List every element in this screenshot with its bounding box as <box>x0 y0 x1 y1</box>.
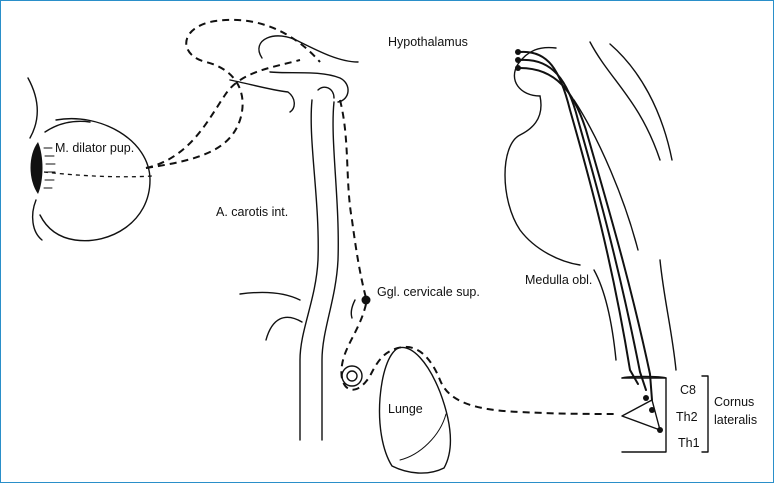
label-carotis: A. carotis int. <box>216 205 288 219</box>
carotid-artery <box>240 100 338 440</box>
cord-segment-outline <box>622 378 666 452</box>
neuron-th2 <box>649 407 655 413</box>
label-cornus: Cornus <box>714 395 754 409</box>
branch-left-lower <box>266 317 302 340</box>
label-lateralis: lateralis <box>714 413 757 427</box>
neuron-c8 <box>643 395 649 401</box>
origin-dot-1 <box>515 49 521 55</box>
origin-dot-3 <box>515 65 521 71</box>
brainstem-outline-right-2 <box>610 44 672 160</box>
neuron-th1 <box>657 427 663 433</box>
lateral-horn-triangle <box>622 400 660 430</box>
iris-rays <box>44 148 55 188</box>
eyeball-outline <box>40 119 150 241</box>
sinus-outline-1 <box>259 36 358 62</box>
brow-line <box>28 78 37 138</box>
sinus-outline-3 <box>230 80 294 112</box>
label-c8: C8 <box>680 383 696 397</box>
lung-fissure <box>400 414 446 460</box>
segment-bracket <box>702 376 708 452</box>
ganglion-node <box>362 296 371 305</box>
iris-dilator <box>31 142 43 194</box>
skull-base <box>230 36 358 112</box>
vessel-cross-section-outer <box>342 366 362 386</box>
label-th2: Th2 <box>676 410 698 424</box>
carotid-left-wall <box>300 100 318 440</box>
label-lunge: Lunge <box>388 402 423 416</box>
sinus-outline-4 <box>318 87 334 98</box>
medulla-left-edge <box>594 270 616 360</box>
label-ganglion: Ggl. cervicale sup. <box>377 285 480 299</box>
fiber-2 <box>520 60 646 390</box>
sinus-outline-2 <box>270 72 348 102</box>
brain <box>505 42 676 370</box>
carotid-plexus-fiber <box>340 100 366 298</box>
fiber-1 <box>520 52 638 384</box>
lower-eyelid <box>33 200 42 240</box>
carotid-right-wall <box>322 102 338 440</box>
eye <box>28 78 152 241</box>
ganglion-synapse <box>351 300 355 318</box>
medulla-right-edge <box>660 260 676 370</box>
brainstem-outline-left <box>505 96 580 265</box>
label-th1: Th1 <box>678 436 700 450</box>
vessel-cross-section-inner <box>347 371 357 381</box>
label-hypothalamus: Hypothalamus <box>388 35 468 49</box>
branch-left-upper <box>240 292 300 300</box>
optic-axis <box>44 172 152 177</box>
upper-eyelid <box>45 121 90 132</box>
preganglionic-fiber <box>341 304 618 414</box>
label-medulla: Medulla obl. <box>525 273 592 287</box>
fiber-3 <box>520 68 652 400</box>
postganglionic-fiber-upper <box>146 20 320 168</box>
hypothalamus-outline <box>514 48 556 96</box>
label-dilator: M. dilator pup. <box>55 141 134 155</box>
postganglionic-fiber-lower <box>146 60 300 168</box>
origin-dot-2 <box>515 57 521 63</box>
